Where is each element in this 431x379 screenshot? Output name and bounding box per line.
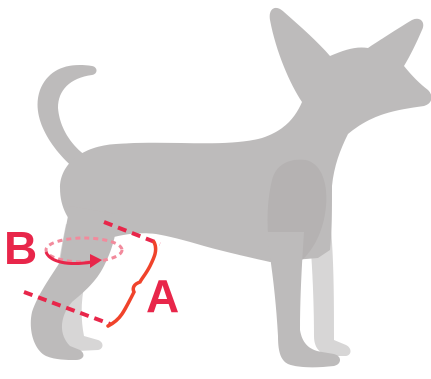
dog-tail <box>37 65 97 170</box>
label-b: B <box>4 222 37 274</box>
dog-body <box>60 7 431 262</box>
dog-silhouette <box>30 7 431 368</box>
circumference-ring-back <box>44 236 124 264</box>
circular-arrow-head <box>90 254 102 268</box>
measure-line-top <box>103 220 161 246</box>
measure-line-bottom <box>23 290 111 326</box>
dog-front-leg <box>266 232 340 368</box>
label-a: A <box>146 270 179 322</box>
curly-brace-icon <box>106 240 158 328</box>
dog-hind-leg <box>30 206 117 360</box>
circular-arrow-icon <box>44 251 93 266</box>
measurement-b: B <box>4 222 124 274</box>
measurement-a: A <box>23 220 179 328</box>
